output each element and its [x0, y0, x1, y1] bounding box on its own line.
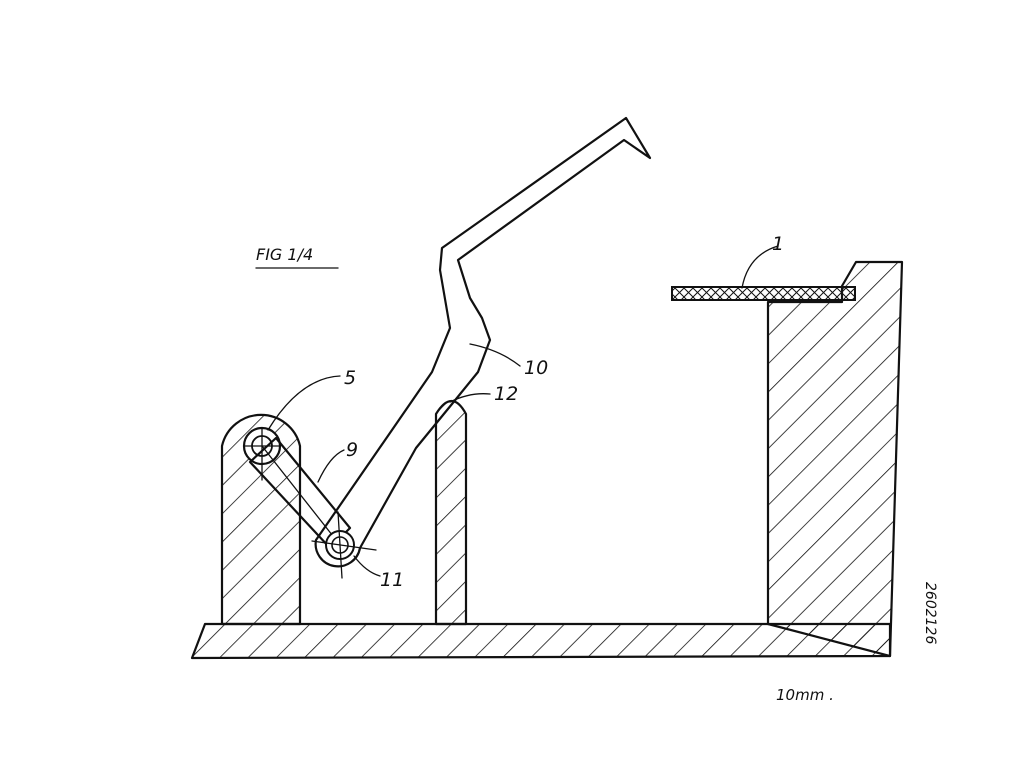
link-9	[248, 436, 352, 550]
leader-5	[267, 375, 341, 431]
leader-9	[317, 449, 345, 483]
figure-caption: FIG 1/4	[256, 245, 313, 264]
right-block	[766, 260, 904, 658]
leader-1	[741, 245, 779, 289]
label-5: 5	[344, 367, 356, 389]
leader-11	[353, 555, 381, 577]
leader-10	[469, 343, 521, 367]
link-9-centerline	[261, 445, 341, 546]
document-number: 2602126	[922, 582, 938, 644]
lever-10	[314, 116, 652, 568]
leader-12	[449, 393, 491, 403]
scale-note: 10mm .	[776, 686, 834, 704]
pivot-support	[220, 413, 302, 626]
label-1: 1	[772, 233, 784, 255]
label-12: 12	[494, 383, 518, 405]
label-10: 10	[524, 357, 548, 379]
pivot-11-centerline-h	[311, 540, 377, 551]
label-9: 9	[346, 439, 358, 461]
pivot-11-centerline-v	[337, 511, 343, 579]
label-11: 11	[380, 569, 404, 591]
plate-1	[671, 286, 856, 301]
stop-post	[434, 399, 468, 626]
